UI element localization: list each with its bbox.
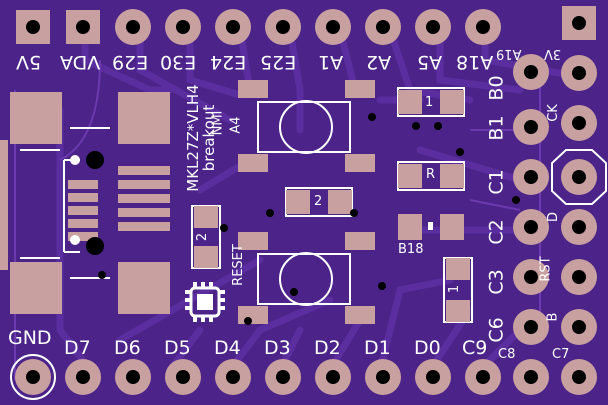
usb-pad-bottom (10, 262, 62, 314)
pin-label-a5: A5 (417, 51, 443, 73)
pin-label-c1: C1 (485, 169, 508, 195)
right-column-outer (551, 6, 607, 395)
pin-label-vda: VDA (60, 51, 101, 73)
res-r-pad-b (440, 164, 464, 188)
usb-shield-edge (0, 140, 8, 270)
pin-label-d0: D0 (414, 337, 441, 359)
pin-label-a19: A19 (496, 46, 522, 61)
label-a4: A4 (228, 116, 244, 134)
led-pad-a (398, 214, 422, 240)
label-cap-usb: 2 (195, 232, 211, 242)
pin-label-d4: D4 (214, 337, 241, 359)
usb-data-pins (68, 166, 170, 241)
usb-pad-bottom-right (118, 262, 170, 314)
led-pad-b (440, 214, 464, 240)
label-reset: RESET (230, 244, 246, 286)
cap-pad-2b (194, 246, 218, 268)
board-title: MKL27Z*VLH4 (184, 84, 202, 192)
pin-label-e24: E24 (210, 51, 247, 73)
pin-label-3v: 3V (544, 46, 562, 61)
pin-label-d5: D5 (164, 337, 191, 359)
label-nmi: NMI (210, 110, 226, 136)
usb-mount-hole-top (86, 151, 104, 169)
cap-center-pad-b (328, 190, 352, 214)
cap1-pad-a (446, 258, 470, 280)
reset-button-footprint (238, 232, 375, 324)
pin-label-b1: B1 (485, 115, 508, 141)
usb-marker-bottom (70, 235, 80, 245)
res1-pad-b (440, 90, 464, 114)
top-header (16, 9, 501, 45)
res-r-pad-a (398, 164, 422, 188)
pin-label-b: B (545, 312, 561, 322)
pin-label-c7: C7 (552, 347, 570, 362)
pin-label-a2: A2 (366, 51, 392, 73)
pin-label-c6: C6 (485, 317, 508, 343)
res1-pad-a (398, 90, 422, 114)
pin-label-c8: C8 (498, 347, 516, 362)
pin-label-5v: 5V (16, 51, 42, 73)
usb-pad-top-right (118, 92, 170, 144)
chip-footprint-icon (185, 282, 225, 322)
pin-label-d2: D2 (314, 337, 341, 359)
bottom-header (10, 354, 501, 400)
usb-marker-top (70, 155, 80, 165)
label-b18: B18 (398, 242, 424, 257)
pin-label-c9: C9 (462, 337, 488, 359)
pin-label-a18: A18 (456, 51, 494, 73)
cap1-pad-b (446, 300, 470, 322)
pin-label-ck: CK (545, 104, 561, 122)
cap-center-pad-a (286, 190, 310, 214)
pin-label-gnd: GND (8, 327, 52, 349)
cap-pad-2a (194, 206, 218, 228)
pin-label-e25: E25 (260, 51, 297, 73)
pin-label-a1: A1 (318, 51, 344, 73)
pin-label-b0: B0 (485, 75, 508, 101)
led-polarity-mark (428, 222, 433, 230)
pin-label-d7: D7 (64, 337, 91, 359)
usb-mount-hole-bottom (86, 237, 104, 255)
label-res1: 1 (425, 95, 434, 110)
pin-label-d3: D3 (264, 337, 291, 359)
pin-label-rst: RST (538, 256, 554, 282)
pin-label-c3: C3 (485, 269, 508, 295)
label-res-r: R (426, 167, 436, 182)
nmi-button-footprint (238, 80, 375, 172)
label-cap-center: 2 (314, 194, 323, 209)
pin-label-c2: C2 (485, 219, 508, 245)
right-column-inner (513, 54, 549, 395)
pin-label-d: D (546, 211, 562, 223)
board-subtitle: breakout (200, 104, 218, 172)
pin-label-e29: E29 (112, 51, 149, 73)
label-cap1: 1 (447, 284, 463, 294)
usb-pad-top (10, 92, 62, 144)
pin-label-d6: D6 (114, 337, 141, 359)
pin-label-d1: D1 (364, 337, 391, 359)
